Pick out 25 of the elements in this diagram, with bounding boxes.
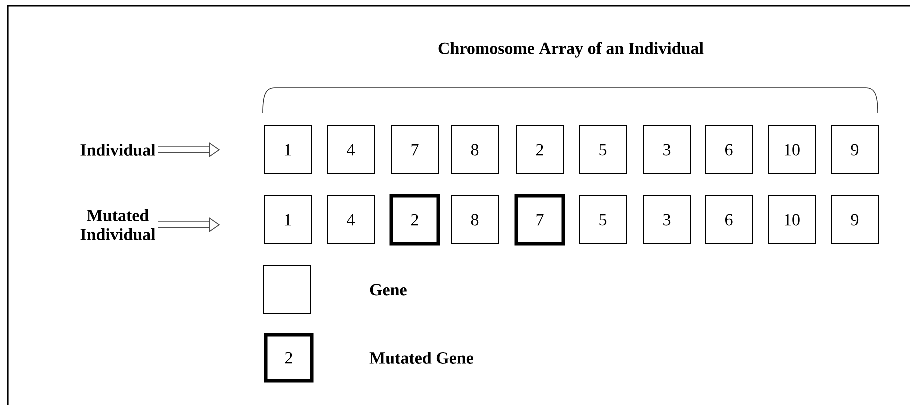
gene-box: 8 [451, 126, 499, 174]
gene-box: 9 [831, 126, 879, 174]
row-label: Individual [80, 144, 156, 156]
gene-box: 5 [579, 196, 627, 244]
gene-box: 3 [643, 196, 691, 244]
row-label: Mutated Individual [80, 210, 156, 240]
gene-box: 5 [579, 126, 627, 174]
legend-text: Gene [370, 284, 407, 296]
gene-box: 1 [264, 126, 312, 174]
gene-box: 8 [451, 196, 499, 244]
mutated-gene-box: 7 [514, 194, 566, 246]
legend-text: Mutated Gene [370, 352, 474, 364]
gene-box: 6 [705, 126, 753, 174]
mutated-gene-box: 2 [390, 194, 440, 246]
gene-box: 10 [768, 126, 816, 174]
gene-box: 4 [327, 126, 375, 174]
gene-box: 6 [705, 196, 753, 244]
gene-box: 1 [264, 196, 312, 244]
gene-box: 10 [768, 196, 816, 244]
gene-box: 2 [516, 126, 564, 174]
gene-box: 7 [391, 126, 439, 174]
gene-box: 4 [327, 196, 375, 244]
gene-box: 3 [643, 126, 691, 174]
title: Chromosome Array of an Individual [438, 42, 704, 58]
gene-box: 9 [831, 196, 879, 244]
